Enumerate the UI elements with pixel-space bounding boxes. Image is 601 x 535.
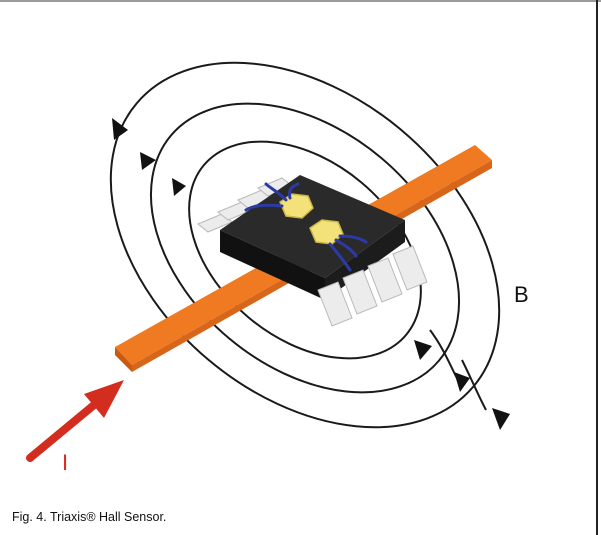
field-direction-arrowhead (172, 178, 186, 196)
magnetic-field-label: B (514, 282, 529, 307)
field-direction-arrowhead (454, 372, 470, 392)
top-border (0, 0, 601, 2)
field-line-middle (149, 102, 461, 394)
chip-pins-front (317, 245, 428, 327)
hall-element-2 (309, 219, 344, 245)
right-border (596, 0, 598, 535)
hall-element-1 (279, 193, 314, 219)
figure-caption: Fig. 4. Triaxis® Hall Sensor. (12, 510, 167, 524)
current-direction-arrow (26, 380, 124, 462)
field-direction-arrowhead (140, 152, 156, 170)
bond-wires (244, 182, 368, 272)
field-direction-arrowhead (414, 340, 432, 360)
field-line-inner (188, 140, 422, 360)
field-direction-arrowhead (492, 408, 510, 430)
field-direction-arrowheads (112, 118, 510, 430)
field-lines-front (429, 329, 487, 411)
current-label: I (62, 450, 69, 475)
field-direction-arrowhead (112, 118, 128, 140)
hall-elements (279, 193, 344, 245)
